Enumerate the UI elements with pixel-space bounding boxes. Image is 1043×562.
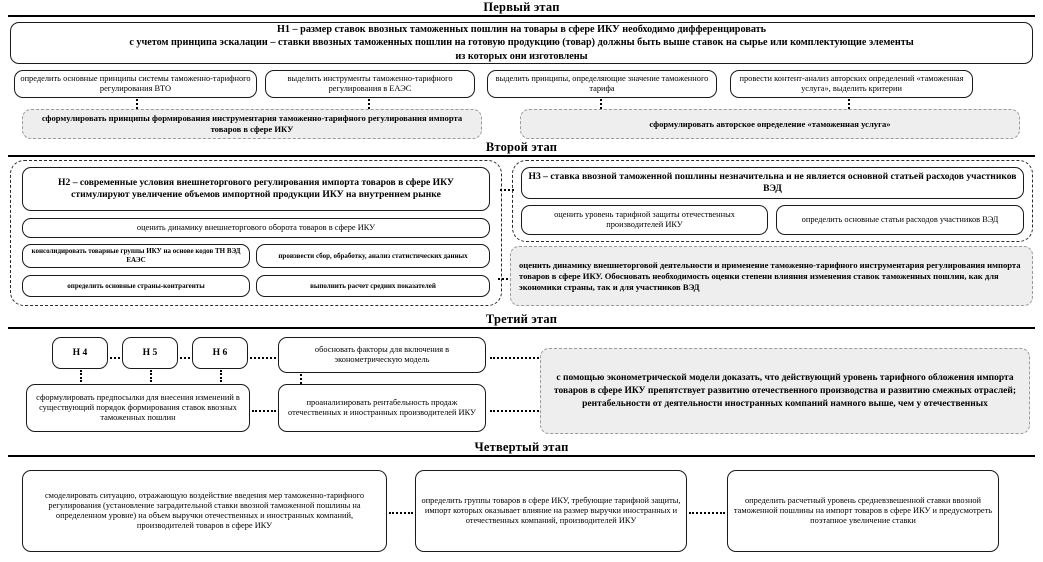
stage-4-rule [8,455,1035,457]
stage-3-hypothesis-h6-label: Н 6 [212,346,228,358]
stage-3-task-1-label: обосновать факторы для включения в эконо… [314,344,450,364]
stage-1-result-1-label: сформулировать принципы формирования инс… [41,113,463,134]
stage-3-hypothesis-h4-label: Н 4 [72,346,88,358]
stage-1-result-2: сформулировать авторское определение «та… [520,109,1020,139]
stage-3-connector-v3 [220,370,222,382]
stage-1-rule [8,15,1035,17]
stage-2-task-2: консолидировать товарные группы ИКУ на о… [22,244,250,268]
stage-4-task-2-label: определить группы товаров в сфере ИКУ, т… [421,495,681,526]
stage-1-connector-2 [368,99,370,109]
stage-3-hypothesis-h5: Н 5 [122,337,178,369]
stage-2-hypothesis-h2-text: Н2 – современные условия внешнеторгового… [58,176,454,200]
stage-4-task-1: смоделировать ситуацию, отражающую возде… [22,470,387,552]
stage-1-result-1: сформулировать принципы формирования инс… [22,109,482,139]
stage-3-connector-task2-task3 [252,410,276,412]
stage-2-result: оценить динамику внешнеторговой деятельн… [510,246,1033,306]
stage-3-task-1: обосновать факторы для включения в эконо… [278,337,486,373]
stage-2-rule [8,155,1035,157]
stage-2-task-2-label: консолидировать товарные группы ИКУ на о… [31,247,241,264]
stage-3-connector-result-bottom [490,410,542,412]
stage-2-task-3-label: произвести сбор, обработку, анализ стати… [278,251,468,260]
stage-1-connector-3 [600,99,602,109]
stage-3: Третий этап [0,312,1043,329]
stage-1-task-1: определить основные принципы системы там… [14,70,257,98]
stage-2-connector-h2-h3 [500,189,514,191]
stage-3-rule [8,327,1035,329]
stage-1-task-4: провести контент-анализ авторских опреде… [730,70,973,98]
stage-1-connector-4 [848,99,850,109]
stage-1-result-2-label: сформулировать авторское определение «та… [649,118,891,129]
stage-1-task-3: выделить принципы, определяющие значение… [487,70,717,98]
stage-4: Четвертый этап [0,440,1043,457]
stage-2-task-6-label: оценить уровень тарифной защиты отечеств… [554,209,735,229]
stage-3-connector-h5-h6 [180,357,190,359]
stage-1-task-2-label: выделить инструменты таможенно-тарифного… [287,73,453,93]
stage-2-task-5: выполнить расчет средних показателей [256,275,490,297]
stage-2-hypothesis-h3-text: Н3 – ставка ввозной таможенной пошлины н… [528,170,1017,194]
stage-2-title: Второй этап [485,140,558,154]
stage-2: Второй этап [0,140,1043,157]
stage-2-result-label: оценить динамику внешнеторговой деятельн… [519,259,1021,292]
stage-3-task-2: сформулировать предпосылки для внесения … [26,384,250,432]
stage-1-hypothesis-text: Н1 – размер ставок ввозных таможенных по… [129,23,914,62]
stage-1: Первый этап [0,0,1043,17]
stage-2-task-7-label: определить основные статьи расходов учас… [801,214,999,224]
stage-3-connector-result-top [490,357,542,359]
stage-1-title: Первый этап [483,0,560,14]
stage-4-task-1-label: смоделировать ситуацию, отражающую возде… [44,490,365,531]
stage-3-result: с помощью эконометрической модели доказа… [540,348,1030,434]
stage-3-title: Третий этап [485,312,558,326]
stage-3-result-label: с помощью эконометрической модели доказа… [553,372,1017,409]
stage-4-task-3: определить расчетный уровень средневзвеш… [727,470,999,552]
stage-2-task-7: определить основные статьи расходов учас… [776,205,1024,235]
stage-2-task-5-label: выполнить расчет средних показателей [310,281,436,290]
stage-4-task-2: определить группы товаров в сфере ИКУ, т… [415,470,687,552]
stage-3-connector-h6-task [250,357,276,359]
stage-2-task-1-label: оценить динамику внешнеторгового оборота… [136,222,376,232]
stage-2-task-1: оценить динамику внешнеторгового оборота… [22,218,490,238]
stage-1-task-3-label: выделить принципы, определяющие значение… [495,73,709,93]
stage-3-task-3: проанализировать рентабельность продаж о… [278,384,486,432]
stage-4-connector-1 [389,512,413,514]
stage-2-task-4-label: определить основные страны-контрагенты [67,281,205,290]
stage-1-task-4-label: провести контент-анализ авторских опреде… [739,73,964,93]
stage-2-task-4: определить основные страны-контрагенты [22,275,250,297]
stage-3-task-3-label: проанализировать рентабельность продаж о… [288,397,476,417]
stage-4-title: Четвертый этап [474,440,569,454]
stage-2-connector-result [498,278,512,280]
stage-4-connector-2 [689,512,725,514]
stage-3-connector-h4-h5 [110,357,120,359]
stage-2-hypothesis-h3: Н3 – ставка ввозной таможенной пошлины н… [521,167,1024,199]
stage-3-connector-v2 [150,370,152,382]
stage-2-task-6: оценить уровень тарифной защиты отечеств… [521,205,768,235]
stage-4-task-3-label: определить расчетный уровень средневзвеш… [733,495,993,526]
stage-3-hypothesis-h4: Н 4 [52,337,108,369]
stage-3-task-2-label: сформулировать предпосылки для внесения … [36,392,240,423]
stage-3-connector-v1 [80,370,82,382]
stage-3-hypothesis-h5-label: Н 5 [142,346,158,358]
stage-3-hypothesis-h6: Н 6 [192,337,248,369]
stage-2-task-3: произвести сбор, обработку, анализ стати… [256,244,490,268]
stage-3-connector-v4 [300,374,302,384]
stage-1-connector-1 [136,99,138,109]
stage-2-hypothesis-h2: Н2 – современные условия внешнеторгового… [22,167,490,211]
stage-2-group-h2 [10,160,502,306]
stage-2-group-h3 [512,160,1033,242]
stage-1-task-1-label: определить основные принципы системы там… [20,73,251,93]
stage-1-task-2: выделить инструменты таможенно-тарифного… [265,70,475,98]
stage-1-hypothesis-h1: Н1 – размер ставок ввозных таможенных по… [10,22,1033,64]
